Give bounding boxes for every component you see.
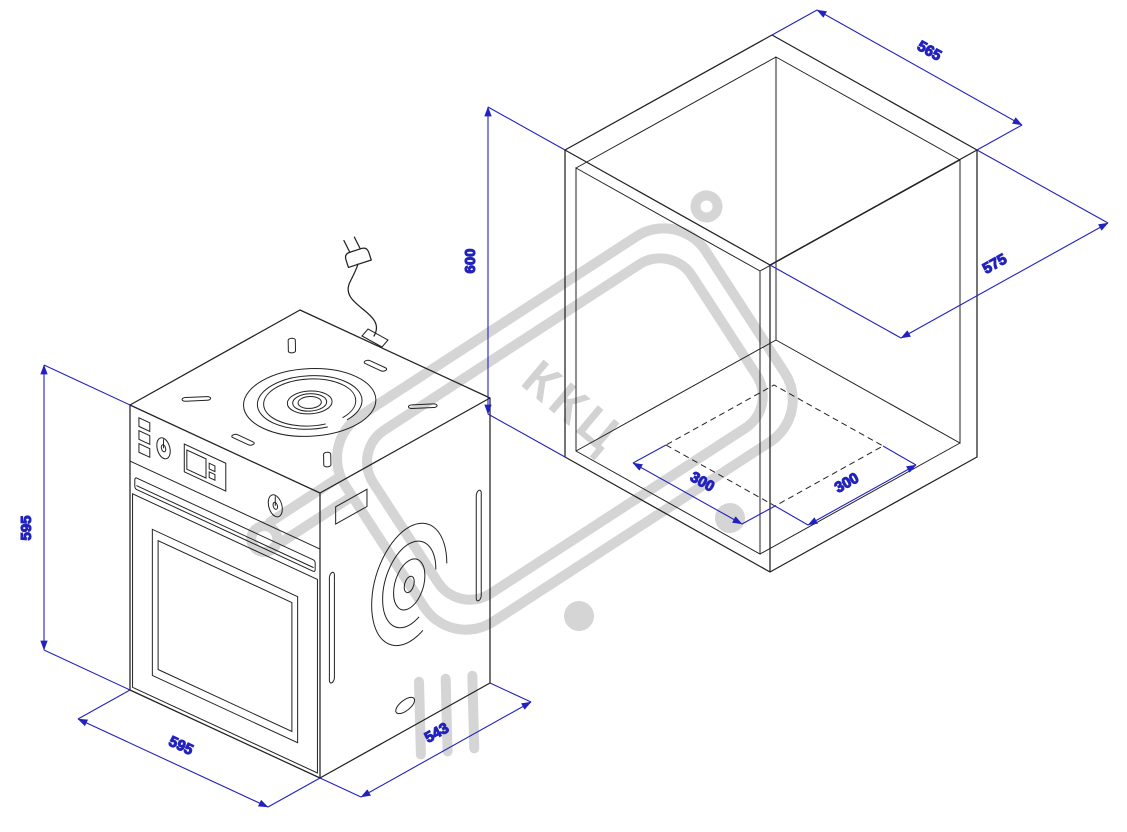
oven-width-label: 595 (166, 733, 196, 759)
panel-display-key (209, 472, 215, 480)
top-vent-slot (324, 452, 331, 467)
cart-motion-lines (414, 670, 480, 760)
cart-body-outer (332, 223, 798, 635)
door-glass (152, 529, 297, 742)
oven-side-face (329, 425, 481, 754)
top-center-ring (278, 386, 341, 418)
niche-height-dimension: 600 (461, 106, 566, 458)
dimension-line (900, 222, 1109, 339)
panel-display (184, 444, 226, 491)
door-glass-inner (158, 541, 292, 732)
dimension-line (360, 701, 532, 798)
extension-line (769, 149, 1109, 339)
cabinet-drawing (564, 34, 978, 573)
side-vent-slot (329, 571, 334, 684)
cart-corner-dot (690, 190, 723, 223)
side-emboss-arc (394, 552, 425, 617)
panel-display-screen (187, 450, 206, 478)
panel-button (139, 444, 150, 458)
top-arc-slot (236, 365, 384, 441)
watermark-text: ККЦ (512, 349, 634, 464)
extension-line (487, 106, 566, 458)
extension-line (771, 9, 1023, 151)
side-emboss-center (404, 574, 414, 595)
side-emboss-arc (383, 529, 436, 640)
top-center-ring (293, 394, 326, 411)
cabinet-interior-lines (575, 56, 961, 555)
extension-line (43, 364, 131, 691)
cabinet-outline (564, 34, 978, 573)
top-center-ring (286, 390, 334, 415)
top-vent-slot (182, 396, 211, 401)
cord-cable (347, 263, 377, 337)
dimension-line (632, 462, 743, 525)
oven-width-dimension: 595 (77, 689, 321, 808)
vent-depth-label: 300 (832, 470, 862, 497)
panel-button (139, 418, 150, 432)
extension-line (319, 682, 532, 798)
niche-width-label: 565 (914, 38, 944, 65)
cord-junction-box (361, 328, 389, 348)
cart-wheel-right (714, 502, 745, 533)
dimension-line (77, 718, 269, 808)
side-top-vent (336, 489, 367, 524)
oven-drawing (129, 236, 491, 779)
panel-display-key (209, 463, 215, 471)
dimension-line (807, 464, 917, 526)
oven-front-face (130, 414, 320, 775)
dimension-line (816, 9, 1023, 126)
oven-knob-left (157, 435, 170, 461)
niche-height-label: 600 (462, 248, 479, 273)
top-vent-slot (363, 360, 388, 372)
top-vent-slot (408, 404, 437, 409)
control-panel-divider (130, 461, 320, 549)
extension-line (77, 689, 321, 808)
cart-body-inner (362, 253, 768, 605)
extension-line (632, 444, 776, 525)
vent-depth-dimension: 300 (774, 445, 917, 526)
cart-handle-knob (246, 520, 283, 557)
oven-top-face-pattern (166, 330, 452, 476)
panel-button (139, 431, 150, 445)
side-vent-slot (476, 489, 481, 602)
extension-line (774, 445, 917, 526)
niche-width-dimension: 565 (771, 9, 1023, 151)
oven-height-label: 595 (18, 515, 35, 540)
oven-knob-right (268, 492, 282, 520)
cart-wheel-left (564, 600, 595, 631)
door-handle-line (136, 486, 313, 568)
power-plug-icon (343, 236, 372, 269)
power-cord (343, 236, 389, 348)
oven-outline (129, 309, 491, 779)
niche-depth-dimension: 575 (769, 149, 1109, 339)
niche-depth-label: 575 (980, 251, 1010, 278)
oven-height-dimension: 595 (17, 364, 131, 691)
oven-depth-dimension: 543 (319, 682, 532, 798)
top-vent-slot (288, 338, 295, 353)
top-emboss-ring (216, 355, 403, 451)
door-handle (135, 477, 315, 572)
side-emboss-arc (372, 506, 447, 663)
side-bottom-oval (396, 694, 415, 717)
top-vent-slot (230, 434, 255, 446)
